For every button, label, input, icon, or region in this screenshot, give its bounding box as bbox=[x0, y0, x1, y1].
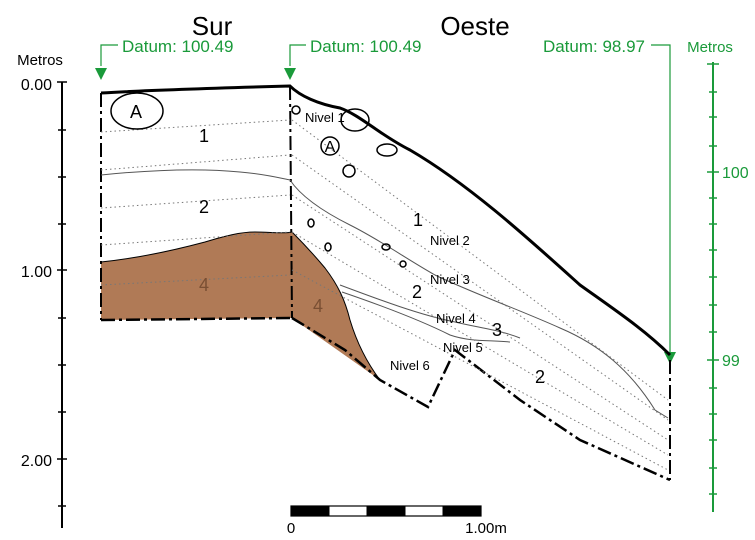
layer-label-1-west: 1 bbox=[413, 210, 423, 230]
datum-2: Datum: 100.49 bbox=[284, 37, 422, 80]
layer-label-2-west-lower: 2 bbox=[535, 367, 545, 387]
layer-label-4-west: 4 bbox=[313, 296, 323, 316]
stone bbox=[307, 218, 315, 228]
stone-a-south bbox=[110, 92, 164, 130]
layer-label-2-south: 2 bbox=[199, 197, 209, 217]
interface-1-2-south bbox=[100, 169, 291, 181]
layer-4-fill-south bbox=[101, 232, 292, 320]
scale-end: 1.00m bbox=[465, 520, 507, 537]
ground-surface bbox=[100, 84, 672, 357]
right-axis-label: Metros bbox=[687, 39, 733, 56]
corner-edge bbox=[289, 85, 293, 319]
left-tick-1: 1.00 bbox=[21, 264, 52, 281]
datum-3: Datum: 98.97 bbox=[543, 37, 676, 364]
datum-label-2: Datum: 100.49 bbox=[310, 37, 422, 56]
interface-3-top bbox=[339, 284, 521, 339]
layer-label-a-west: A bbox=[325, 139, 336, 156]
left-axis-label: Metros bbox=[17, 52, 63, 69]
interface-3-bottom bbox=[341, 291, 511, 343]
stone bbox=[376, 143, 398, 157]
nivel-5-label: Nivel 5 bbox=[443, 340, 483, 355]
right-axis-minor-ticks bbox=[707, 63, 719, 495]
nivel-4-label: Nivel 4 bbox=[436, 311, 476, 326]
layer-label-1-south: 1 bbox=[199, 126, 209, 146]
stones bbox=[110, 92, 407, 268]
stone bbox=[342, 164, 356, 178]
stone bbox=[340, 108, 370, 132]
left-tick-2: 2.00 bbox=[21, 453, 52, 470]
layer-label-2-west: 2 bbox=[412, 282, 422, 302]
right-axis: Metros 100 99 bbox=[687, 39, 749, 512]
layer-label-4-south: 4 bbox=[199, 275, 209, 295]
south-level-lines bbox=[100, 119, 291, 286]
stone bbox=[291, 105, 301, 115]
interface-1-2-west bbox=[289, 179, 669, 419]
stone bbox=[381, 243, 391, 251]
layer-label-a-south: A bbox=[130, 102, 142, 122]
south-bottom bbox=[100, 316, 293, 322]
scale-bar: 0 1.00m bbox=[287, 505, 507, 537]
layer-label-3-west: 3 bbox=[492, 320, 502, 340]
scale-start: 0 bbox=[287, 520, 295, 537]
datum-triangle-icon bbox=[284, 68, 296, 80]
right-tick-99: 99 bbox=[722, 353, 740, 370]
layer-4-boundary bbox=[100, 231, 381, 381]
left-axis: Metros 0.00 1.00 2.00 bbox=[17, 52, 67, 528]
right-tick-100: 100 bbox=[722, 165, 749, 182]
stone-a-west bbox=[320, 136, 340, 156]
datum-triangle-icon bbox=[664, 352, 676, 364]
datum-triangle-icon bbox=[95, 68, 107, 80]
nivel-1-label: Nivel 1 bbox=[305, 110, 345, 125]
title-sur: Sur bbox=[192, 11, 233, 41]
left-axis-minor-ticks bbox=[57, 81, 67, 507]
datum-1: Datum: 100.49 bbox=[95, 37, 234, 80]
nivel-6-label: Nivel 6 bbox=[390, 358, 430, 373]
nivel-3-label: Nivel 3 bbox=[430, 272, 470, 287]
datum-label-3: Datum: 98.97 bbox=[543, 37, 645, 56]
datum-label-1: Datum: 100.49 bbox=[122, 37, 234, 56]
left-tick-0: 0.00 bbox=[21, 77, 52, 94]
west-level-lines bbox=[291, 119, 669, 471]
west-bottom bbox=[291, 316, 671, 482]
stone bbox=[399, 260, 407, 268]
nivel-2-label: Nivel 2 bbox=[430, 233, 470, 248]
stone bbox=[324, 242, 332, 252]
layer-4-fill-west bbox=[292, 232, 380, 380]
title-oeste: Oeste bbox=[440, 11, 509, 41]
